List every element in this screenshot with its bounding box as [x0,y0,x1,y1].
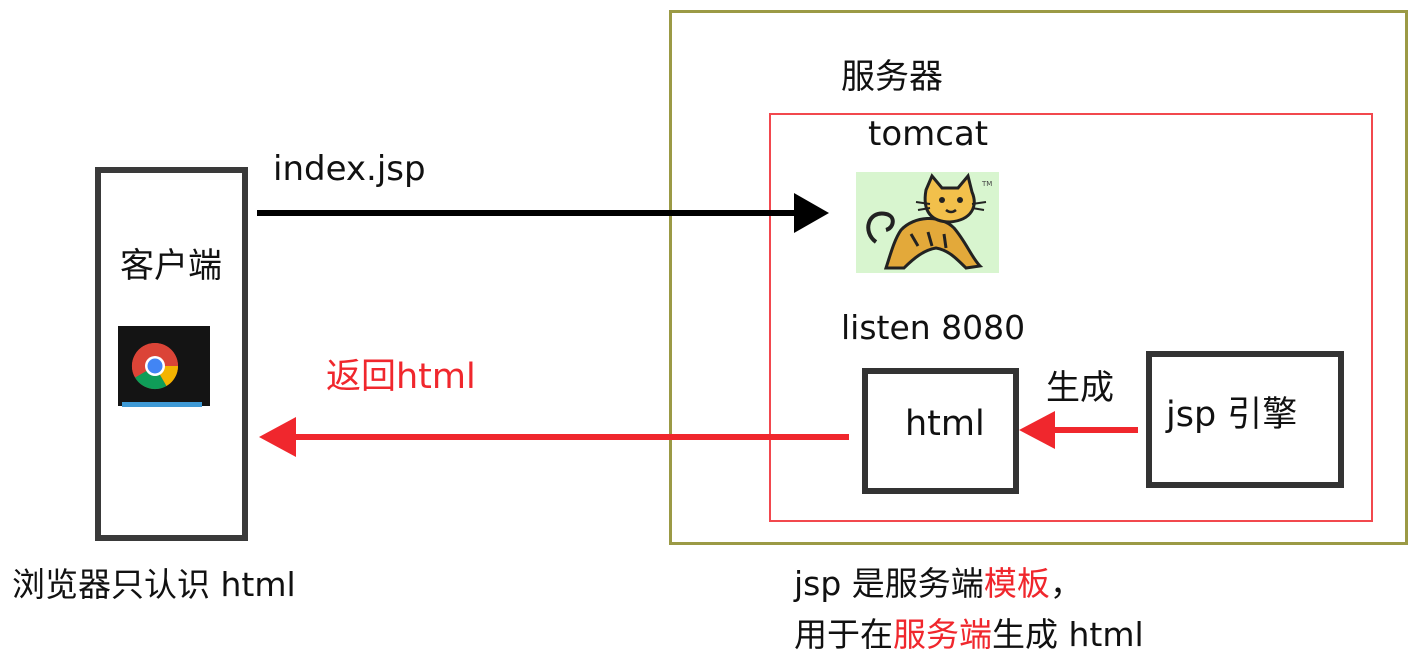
svg-text:TM: TM [981,180,992,188]
template-note-line-1-highlight: 模板 [983,564,1050,603]
response-label: 返回html [326,357,476,397]
template-note-line-2: 用于在服务端生成 html [794,618,1144,651]
tomcat-label: tomcat [868,114,989,154]
template-note-line-1: jsp 是服务端模板， [794,567,1083,600]
tomcat-container [769,113,1373,522]
generate-label: 生成 [1046,368,1114,408]
tomcat-cat-icon: TM [856,172,999,273]
template-note-line-1-prefix: jsp 是服务端 [794,564,984,603]
generate-arrow [1019,411,1138,449]
jsp-engine-label: jsp 引擎 [1166,395,1298,435]
request-label: index.jsp [273,149,426,189]
template-note-line-2-suffix: 生成 html [992,615,1144,654]
chrome-icon [118,326,210,406]
server-container [669,10,1408,545]
client-box [95,167,248,541]
browser-note: 浏览器只认识 html [12,565,296,604]
jsp-engine-box [1146,351,1344,488]
chrome-tile-underline [122,402,202,407]
request-arrow [257,193,829,233]
client-label: 客户端 [120,246,222,286]
template-note-line-2-highlight: 服务端 [893,615,992,654]
response-arrow [259,417,849,457]
server-label: 服务器 [841,57,943,97]
html-box [862,368,1019,494]
template-note-line-2-prefix: 用于在 [794,615,893,654]
template-note-line-1-suffix: ， [1049,564,1083,603]
html-node-label: html [905,404,985,444]
listen-port-label: listen 8080 [841,308,1026,347]
